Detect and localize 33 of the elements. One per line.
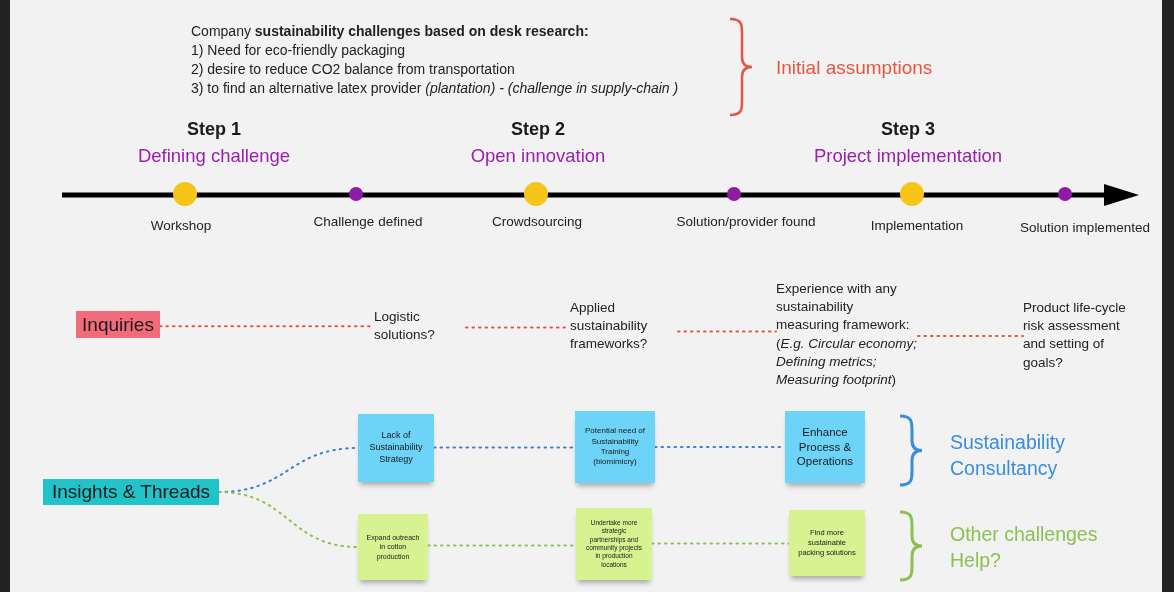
milestone-label: Challenge defined — [313, 214, 423, 229]
highlighted-heading: Insights & Threads — [43, 479, 219, 505]
milestone-label: Implementation — [870, 218, 964, 233]
phase-title: Open innovation — [470, 145, 606, 167]
milestone-label: Workshop — [150, 218, 212, 233]
phase-title: Project implementation — [813, 145, 1003, 167]
note-line: 1) Need for eco-friendly packaging — [191, 42, 405, 58]
sticky-note: Lack of Sustainability Strategy — [358, 414, 434, 482]
step-heading: Step 3 — [881, 119, 935, 140]
question-text: Applied sustainability frameworks? — [570, 299, 678, 355]
note-line: 3) to find an alternative latex provider (plantation) - (challenge in supply-chain ) — [191, 80, 679, 96]
question-text: Logistic solutions? — [374, 308, 466, 348]
dotted-connector — [651, 542, 790, 545]
milestone-label: Crowdsourcing — [492, 214, 582, 229]
bracket-label: Initial assumptions — [776, 57, 933, 79]
highlighted-heading: Inquiries — [76, 311, 160, 338]
step-heading: Step 2 — [511, 119, 565, 140]
step-heading: Step 1 — [187, 119, 241, 140]
sticky-note: Potential need of Sustainability Training (biomimicry) — [575, 411, 655, 483]
bracket-label: Sustainability Consultancy — [950, 430, 1066, 482]
milestone-label: Solution/provider found — [676, 214, 816, 229]
question-text: Product life-cycle risk assessment and setting of goals? — [1023, 299, 1141, 373]
question-text: Experience with any sustainability measuring framework: (E.g. Circular economy; Defining metrics; Measuring footprint) — [776, 280, 918, 392]
sticky-note: Enhance Process & Operations — [785, 411, 865, 483]
bracket-label: Other challenges Help? — [950, 522, 1099, 574]
dotted-connector — [677, 330, 777, 333]
note-line: 2) desire to reduce CO2 balance from transportation — [191, 61, 515, 77]
note-heading: Company sustainability challenges based on desk research: — [191, 23, 589, 39]
phase-title: Defining challenge — [137, 145, 291, 167]
milestone-label: Solution implemented — [1020, 220, 1150, 235]
dotted-connector — [218, 491, 359, 548]
dotted-connector — [433, 446, 576, 449]
dotted-connector — [917, 335, 1024, 337]
